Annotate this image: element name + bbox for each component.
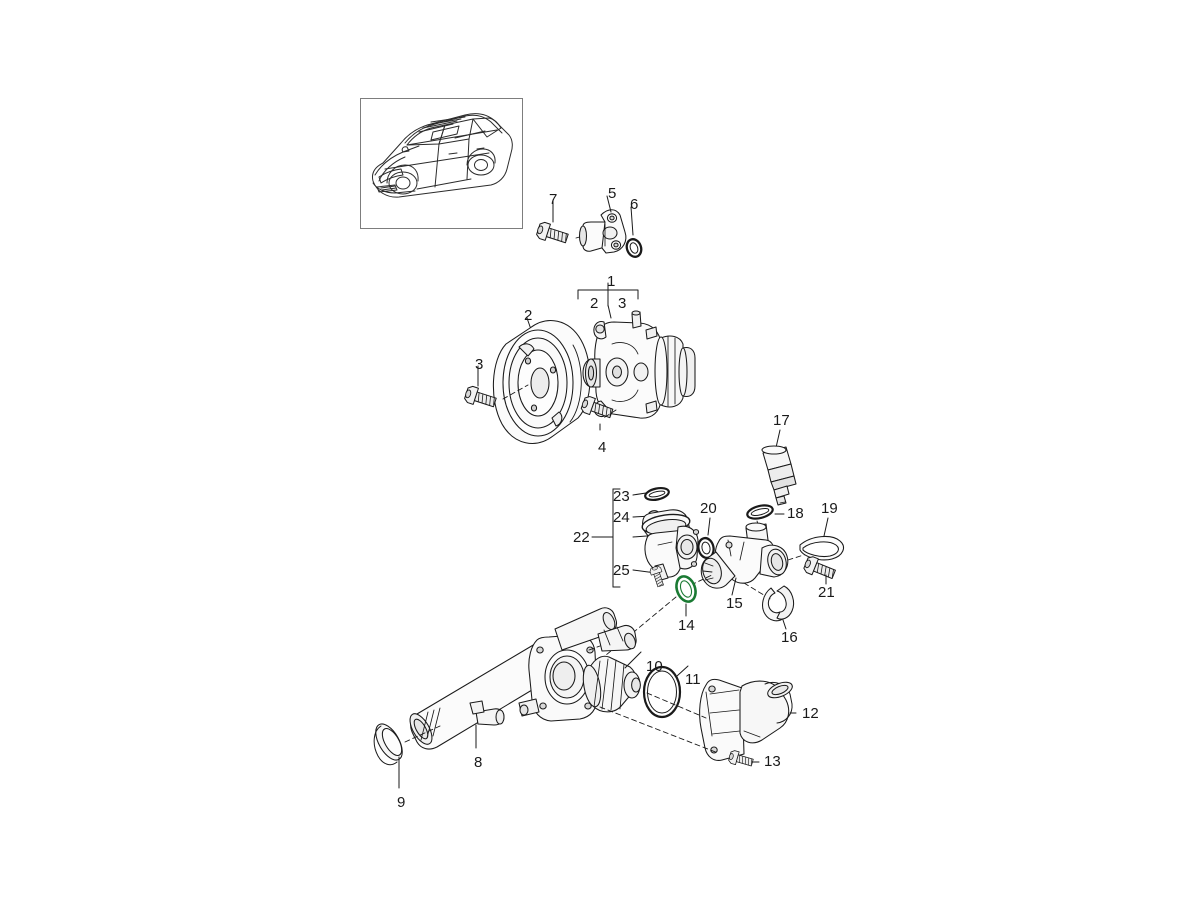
callout-label-9[interactable]: 9 bbox=[397, 794, 406, 811]
callout-label-19[interactable]: 19 bbox=[821, 500, 838, 517]
callout-label-25[interactable]: 25 bbox=[613, 562, 630, 579]
callout-label-10[interactable]: 10 bbox=[646, 658, 663, 675]
callout-label-4[interactable]: 4 bbox=[598, 439, 607, 456]
callout-label-11[interactable]: 11 bbox=[685, 671, 701, 688]
callout-label-3-group[interactable]: 3 bbox=[618, 295, 627, 312]
callout-label-3[interactable]: 3 bbox=[475, 356, 484, 373]
callout-label-2[interactable]: 2 bbox=[524, 307, 533, 324]
callout-label-5[interactable]: 5 bbox=[608, 185, 617, 202]
callout-label-7[interactable]: 7 bbox=[549, 191, 558, 208]
callout-label-15[interactable]: 15 bbox=[726, 595, 743, 612]
callout-label-23[interactable]: 23 bbox=[613, 488, 630, 505]
callout-label-13[interactable]: 13 bbox=[764, 753, 781, 770]
callout-label-24[interactable]: 24 bbox=[613, 509, 630, 526]
callout-label-1[interactable]: 1 bbox=[607, 273, 616, 290]
callout-label-18[interactable]: 18 bbox=[787, 505, 804, 522]
callout-label-6[interactable]: 6 bbox=[630, 196, 639, 213]
vehicle-illustration-icon bbox=[372, 113, 513, 198]
vehicle-thumbnail-frame bbox=[360, 98, 523, 229]
callout-label-12[interactable]: 12 bbox=[802, 705, 819, 722]
callout-label-2-group[interactable]: 2 bbox=[590, 295, 599, 312]
callout-label-17[interactable]: 17 bbox=[773, 412, 790, 429]
callout-label-21[interactable]: 21 bbox=[818, 584, 835, 601]
callout-label-16[interactable]: 16 bbox=[781, 629, 798, 646]
callout-label-20[interactable]: 20 bbox=[700, 500, 717, 517]
callout-label-8[interactable]: 8 bbox=[474, 754, 483, 771]
callout-label-22[interactable]: 22 bbox=[573, 529, 590, 546]
callout-label-14[interactable]: 14 bbox=[678, 617, 695, 634]
